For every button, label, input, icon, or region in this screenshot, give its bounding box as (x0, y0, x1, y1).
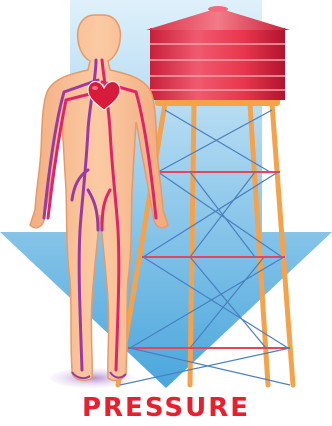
pressure-caption: PRESSURE (0, 390, 332, 426)
heart-highlight (92, 86, 98, 90)
tank-body (150, 28, 285, 100)
roof-cap (208, 6, 228, 12)
